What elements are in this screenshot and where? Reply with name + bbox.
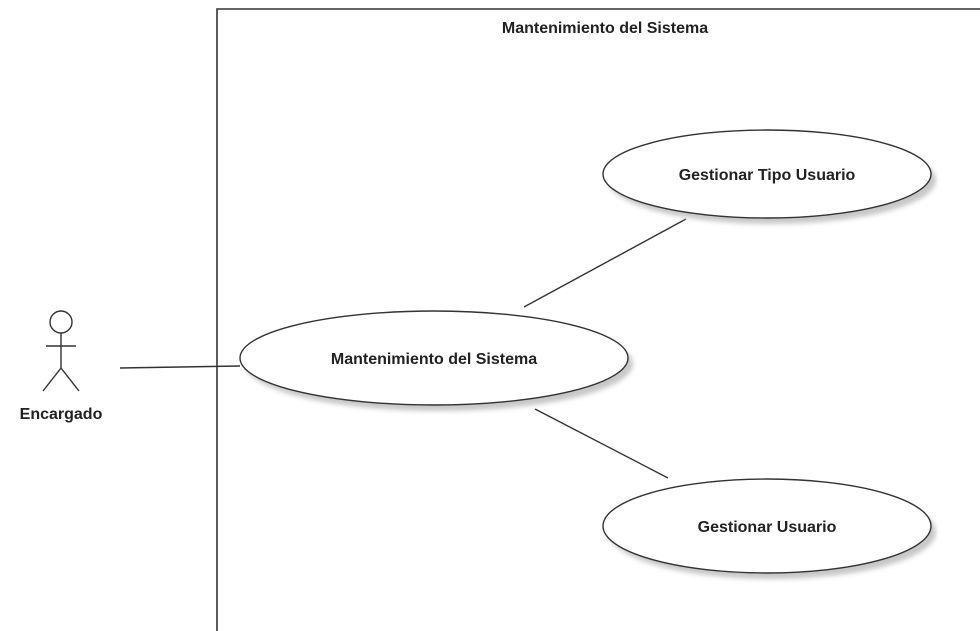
- use-case-ellipse: [239, 310, 629, 406]
- use-case-mantenimiento[interactable]: Mantenimiento del Sistema: [239, 310, 633, 411]
- system-boundary-title: Mantenimiento del Sistema: [502, 20, 708, 37]
- use-case-gestionar-tipo-usuario[interactable]: Gestionar Tipo Usuario: [602, 129, 936, 224]
- association-main-usuario: [534, 408, 669, 479]
- association-main-tipo-usuario: [523, 218, 687, 308]
- association-actor-main: [119, 365, 241, 369]
- use-case-label: Gestionar Tipo Usuario: [679, 167, 856, 184]
- actor-name: Encargado: [20, 406, 103, 423]
- use-case-gestionar-usuario[interactable]: Gestionar Usuario: [602, 478, 936, 579]
- actor-encargado[interactable]: Encargado: [20, 310, 103, 423]
- use-case-label: Gestionar Usuario: [698, 519, 837, 536]
- system-boundary[interactable]: Mantenimiento del Sistema: [216, 8, 980, 631]
- stick-figure-icon: [42, 310, 80, 392]
- use-case-label: Mantenimiento del Sistema: [331, 351, 537, 368]
- use-case-ellipse: [602, 129, 932, 219]
- use-case-ellipse: [602, 478, 932, 574]
- associations: [119, 218, 687, 479]
